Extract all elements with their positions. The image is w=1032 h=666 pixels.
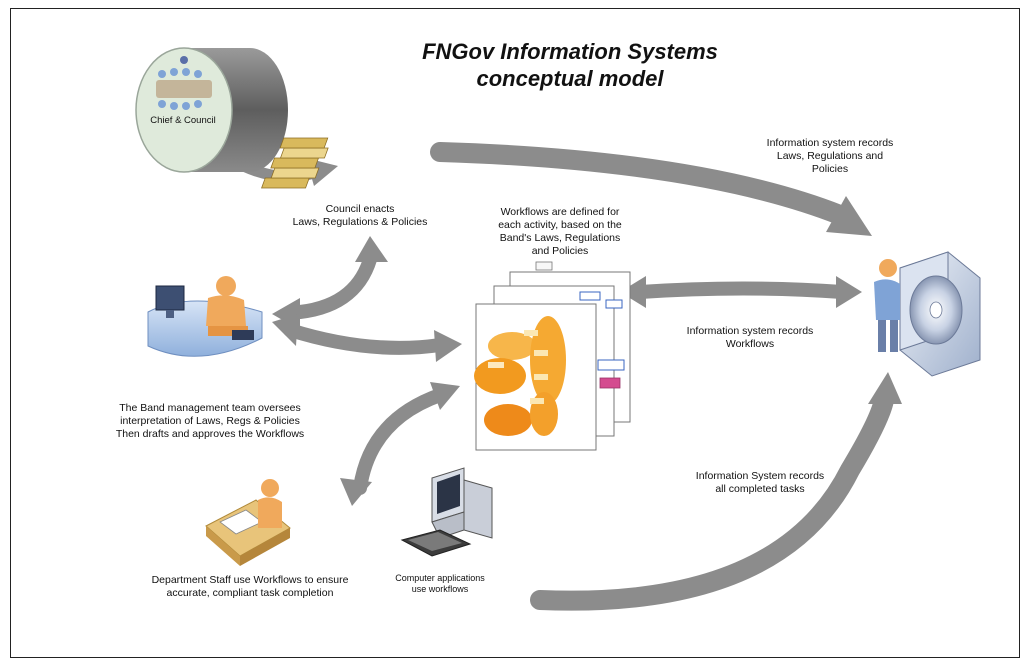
arrow-staff-workflows [340, 382, 460, 506]
computer-apps-label: Computer applications use workflows [395, 573, 485, 594]
chief-council-label: Chief & Council [150, 115, 216, 126]
information-system-server-icon [874, 251, 981, 377]
staff-at-desk-icon [205, 479, 291, 566]
workflow-documents-icon [474, 261, 631, 451]
arrow-workflows-system [620, 276, 862, 308]
arrow-tasks-to-system [530, 372, 902, 611]
diagram-title: FNGov Information Systems conceptual mod… [422, 39, 718, 91]
council-chamber-icon [135, 47, 288, 173]
council-enacts-label: Council enacts Laws, Regulations & Polic… [292, 203, 428, 228]
computer-icon [400, 467, 493, 557]
records-workflows-label: Information system records Workflows [686, 325, 814, 350]
arrow-books-management [272, 236, 388, 330]
records-tasks-label: Information System records all completed… [695, 470, 825, 495]
arrow-books-to-system [430, 142, 872, 236]
workflows-defined-label: Workflows are defined for each activity,… [498, 206, 622, 257]
department-staff-label: Department Staff use Workflows to ensure… [151, 574, 349, 599]
records-laws-label: Information system records Laws, Regulat… [766, 137, 894, 175]
band-management-label: The Band management team oversees interp… [115, 402, 305, 440]
law-books-icon [261, 137, 329, 189]
arrow-management-workflows [272, 314, 462, 362]
manager-at-desk-icon [147, 276, 263, 357]
